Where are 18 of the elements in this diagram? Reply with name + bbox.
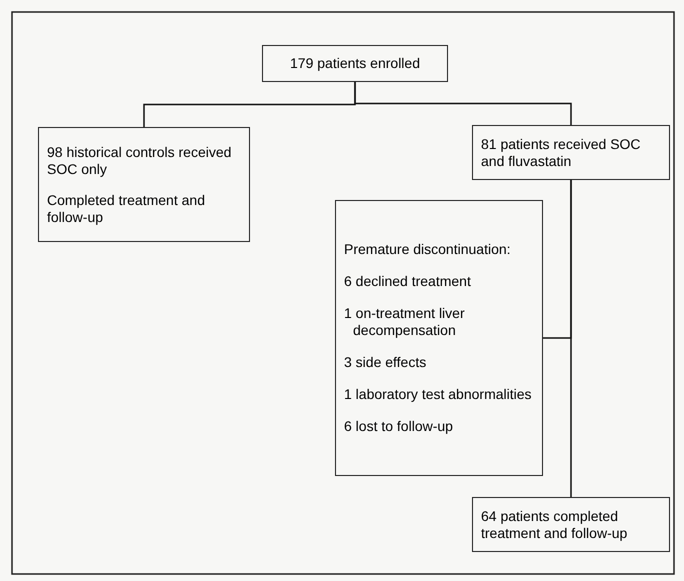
box-text: 1 laboratory test abnormalities [344, 386, 532, 403]
box-text: Premature discontinuation: [344, 241, 511, 258]
box-text: 179 patients enrolled [290, 55, 420, 72]
connector-line [570, 180, 572, 497]
box-text: 81 patients received SOC and fluvastatin [481, 136, 642, 170]
flow-box [38, 127, 250, 242]
box-text: Completed treatment and follow-up [47, 192, 206, 226]
box-text: 6 declined treatment [344, 273, 471, 290]
box-text: 3 side effects [344, 354, 426, 371]
connector-line [354, 82, 572, 125]
box-text: 64 patients completed treatment and follow-up [481, 508, 628, 542]
flow-box [472, 125, 670, 180]
box-text: 98 historical controls received SOC only [47, 144, 232, 178]
flow-box [472, 497, 670, 552]
flow-box [262, 45, 448, 82]
box-text: 6 lost to follow-up [344, 418, 453, 435]
flow-box [335, 200, 543, 476]
box-text: 1 on-treatment liver decompensation [344, 305, 466, 339]
